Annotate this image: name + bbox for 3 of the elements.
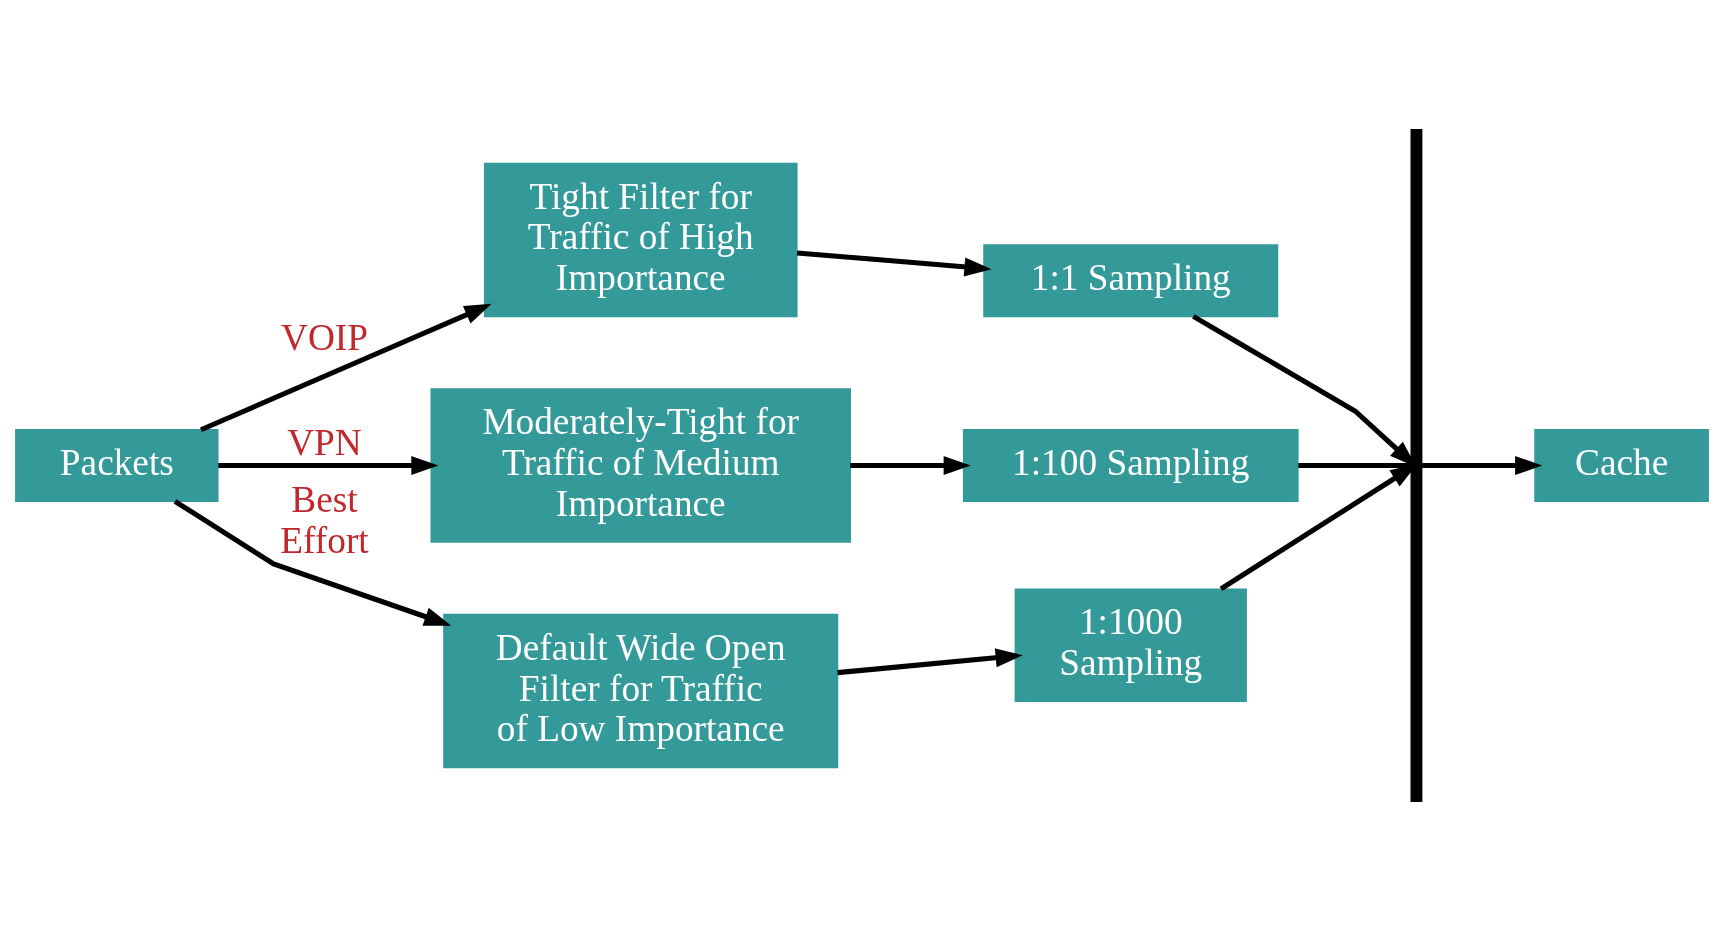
edge-label: VPN	[287, 421, 362, 463]
edge-label: VOIP	[280, 316, 369, 358]
edge-label: Best Effort	[280, 478, 369, 561]
